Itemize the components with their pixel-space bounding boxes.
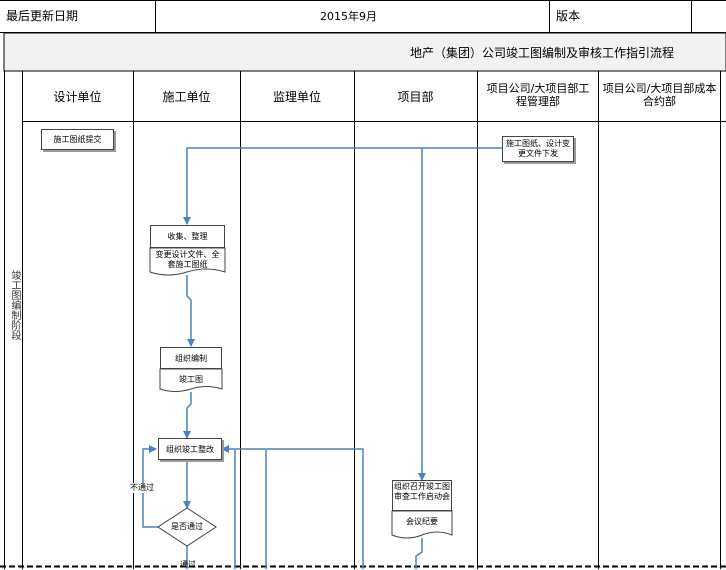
connector-meeting-down: [416, 538, 422, 569]
node-collect-title[interactable]: 收集、整理: [150, 225, 225, 248]
node-decision-label: 是否通过: [162, 522, 212, 532]
edge-label-fail: 不通过: [130, 483, 154, 493]
connector-collect-to-organize: [187, 275, 191, 346]
last-update-label: 最后更新日期: [6, 10, 78, 23]
lane-header-project-dept: 项目部: [354, 91, 477, 104]
node-organize-title[interactable]: 组织编制: [160, 347, 222, 369]
last-update-value: 2015年9月: [320, 10, 440, 23]
lane-header-cost: 项目公司/大项目部成本合约部: [602, 82, 717, 108]
process-title: 地产（集团）公司竣工图编制及审核工作指引流程: [410, 47, 674, 60]
lane-header-engineering: 项目公司/大项目部工程管理部: [482, 82, 594, 108]
connector-organize-to-rectify: [187, 392, 191, 438]
node-collect-doc: 变更设计文件、全套施工图纸: [152, 250, 223, 270]
version-label: 版本: [556, 10, 580, 23]
lane-header-supervision: 监理单位: [240, 91, 354, 104]
node-design-submit[interactable]: 施工图纸提交: [41, 129, 114, 150]
node-organize-doc: 竣工图: [160, 375, 222, 385]
node-rectify[interactable]: 组织竣工整改: [158, 438, 222, 460]
connector-issue-to-collect: [187, 148, 502, 224]
phase-label: 竣工图编制阶段: [6, 270, 20, 340]
lane-header-construction: 施工单位: [133, 91, 240, 104]
node-meeting-doc: 会议纪要: [392, 517, 452, 527]
connector-return-1: [222, 449, 235, 569]
connector-return-3: [267, 449, 363, 569]
lane-header-design: 设计单位: [22, 91, 133, 104]
node-meeting-title[interactable]: 组织召开竣工图审查工作启动会: [392, 480, 452, 511]
node-issue-drawings[interactable]: 施工图纸、设计变更文件下发: [502, 136, 574, 162]
